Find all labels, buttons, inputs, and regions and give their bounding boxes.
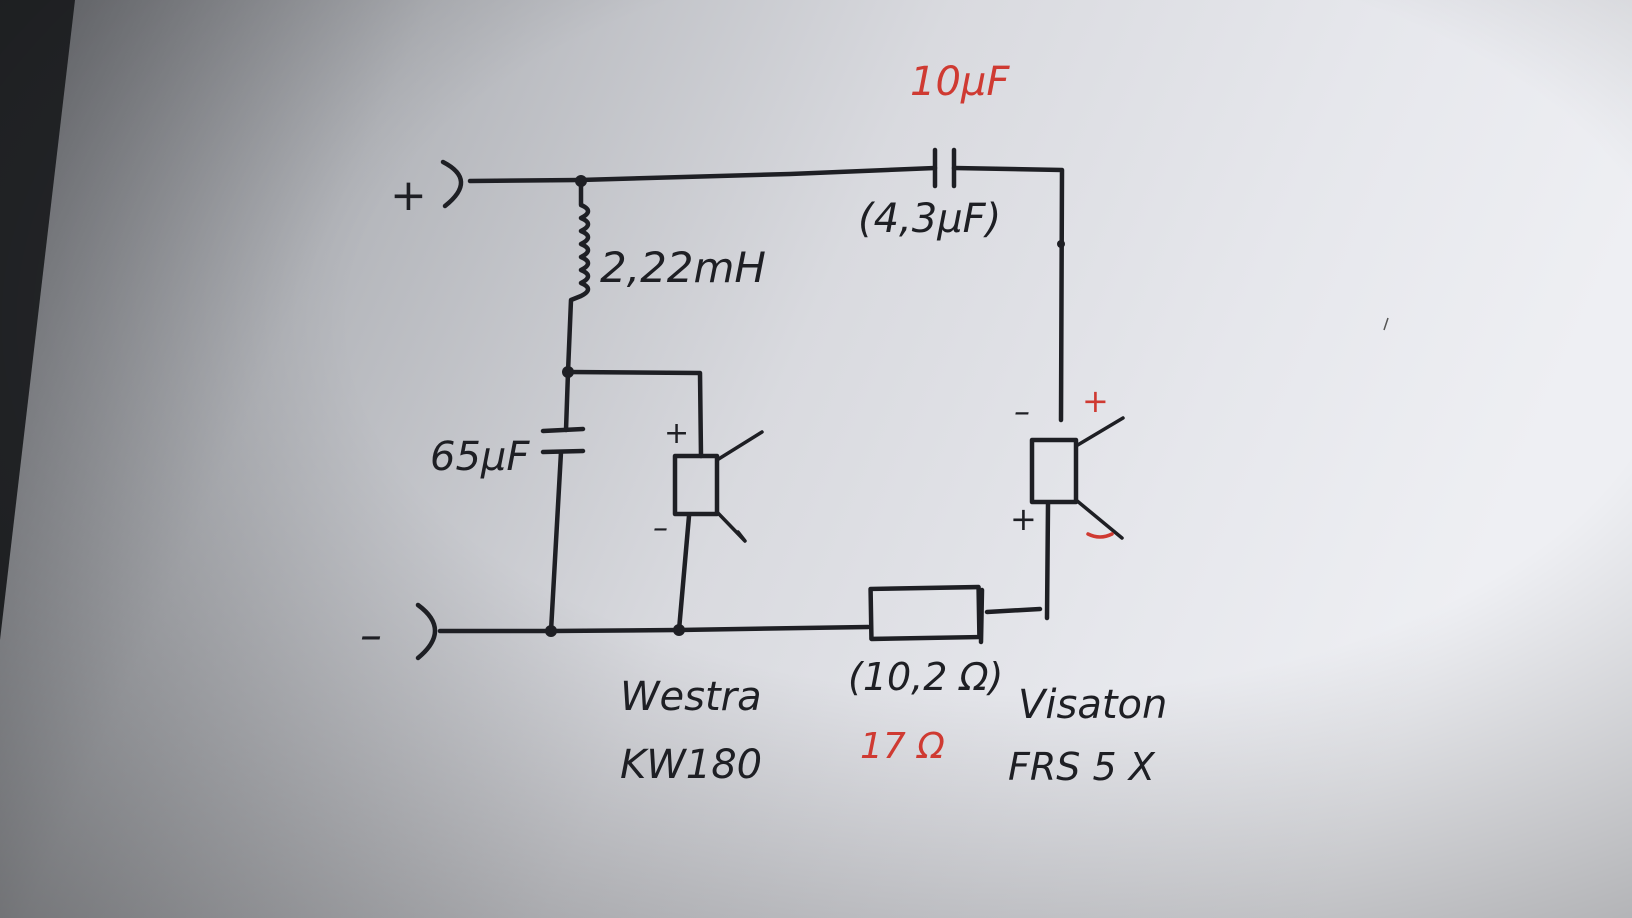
- resistor-value-paren: (10,2 Ω): [848, 655, 1003, 699]
- resistor-end-mark: [978, 587, 985, 645]
- woofer-name-line1: Westra: [620, 674, 762, 720]
- woofer-name-line2: KW180: [620, 742, 762, 788]
- fullrange-bottom-wire: [1044, 501, 1051, 621]
- woofer-minus-label: –: [653, 511, 668, 546]
- woofer-plus-label: +: [664, 416, 689, 451]
- fullrange-speaker-symbol: [1029, 416, 1125, 540]
- plus-terminal-symbol: [440, 159, 464, 209]
- inductor-value-label: 2,22mH: [600, 243, 766, 292]
- minus-terminal-label: –: [360, 610, 382, 661]
- left-capacitor-wire-lower: [548, 449, 564, 634]
- top-capacitor-value-red: 10μF: [910, 59, 1010, 105]
- resistor-body: [868, 584, 982, 642]
- inductor-coil: [565, 178, 591, 375]
- bottom-wire: [437, 624, 871, 634]
- fullrange-name-line1: Visaton: [1018, 682, 1167, 728]
- woofer-top-wire: [565, 369, 704, 459]
- fullrange-minus-label: –: [1014, 392, 1030, 430]
- left-capacitor-value-label: 65μF: [430, 434, 530, 480]
- left-capacitor-plate-1: [540, 426, 586, 434]
- junction-right: [1057, 240, 1065, 248]
- resistor-right-wire: [984, 606, 1043, 615]
- minus-terminal-symbol: [415, 602, 438, 661]
- plus-terminal-label: +: [390, 170, 427, 221]
- top-right-wire: [951, 165, 1065, 423]
- circuit-wiring: [415, 147, 1065, 661]
- fullrange-plus-label: +: [1010, 500, 1037, 538]
- left-capacitor-wire-upper: [563, 369, 571, 433]
- woofer-speaker-symbol: [672, 430, 764, 543]
- woofer-bottom-wire: [676, 513, 692, 633]
- top-capacitor-value-paren: (4,3μF): [858, 196, 1001, 242]
- paper-mark: [1383, 317, 1389, 331]
- resistor-value-red: 17 Ω: [860, 726, 945, 767]
- fullrange-name-line2: FRS 5 X: [1008, 745, 1156, 789]
- fullrange-plus-red-label: +: [1082, 382, 1109, 420]
- top-wire: [467, 165, 938, 184]
